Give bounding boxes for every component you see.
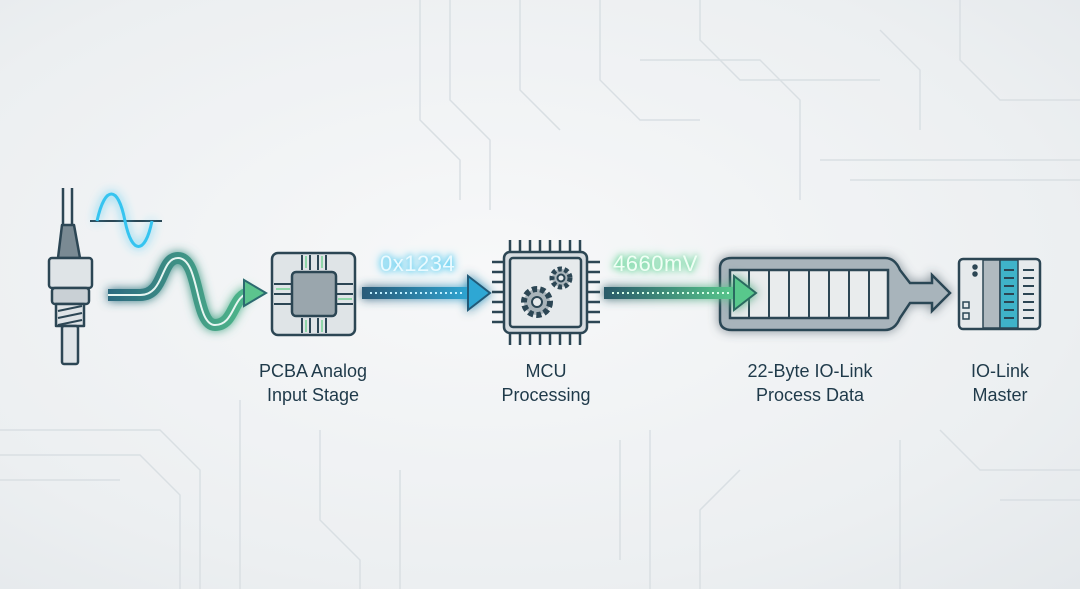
- io-link-master-icon: [957, 257, 1042, 331]
- pcb-chip-icon: [270, 251, 357, 337]
- pcba-label-line1: PCBA Analog: [258, 361, 368, 381]
- mcu-label: MCU Processing: [456, 359, 636, 407]
- hex-value-label: 0x1234: [380, 251, 456, 276]
- master-label-line1: IO-Link: [970, 361, 1030, 381]
- converted-arrow-mv: [604, 273, 758, 313]
- mcu-label-line1: MCU: [525, 361, 567, 381]
- millivolt-value-label: 4660mV: [613, 251, 698, 276]
- sensor-probe-icon: [47, 188, 94, 366]
- mcu-label-line2: Processing: [501, 385, 591, 405]
- process-data-label-line1: 22-Byte IO-Link: [747, 361, 873, 381]
- master-label-line2: Master: [972, 385, 1028, 405]
- pcba-label-line2: Input Stage: [266, 385, 360, 405]
- process-data-label-line2: Process Data: [755, 385, 865, 405]
- digital-arrow-hex: [362, 273, 492, 313]
- mcu-gears-icon: [492, 240, 600, 345]
- sine-wave-icon: [90, 192, 162, 248]
- byte-buffer-icon: [718, 256, 952, 332]
- analog-signal-arrow: [108, 251, 268, 332]
